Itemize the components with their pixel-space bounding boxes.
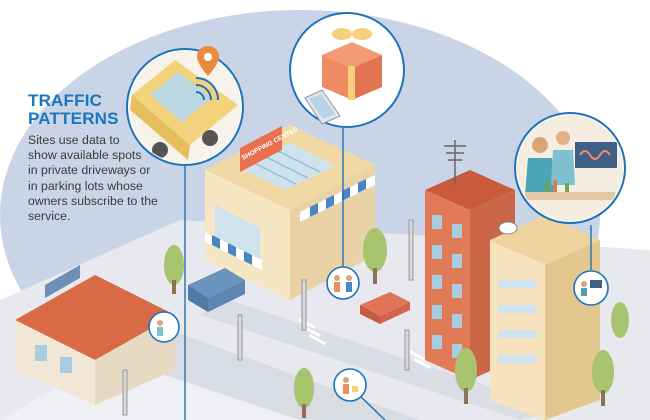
callout-shoppers [333,368,367,402]
office-building [490,215,600,420]
location-pin-icon [197,46,219,76]
callout-people [326,266,360,300]
wifi-signal-icon [195,77,219,101]
caption-line: in private driveways or [28,163,151,178]
callout-lines [184,128,592,420]
house [15,265,175,405]
rooftop-antenna [444,140,466,185]
street-lamps [122,219,414,416]
callout-car [126,46,244,166]
caption-title: TRAFFIC PATTERNS [28,92,198,128]
caption-line: Sites use data to [28,133,120,147]
shop-sign-plate [240,126,282,172]
satellite-dish-icon [498,221,518,235]
caption-line: show available spots [28,148,142,163]
smartphone-icon [304,89,341,125]
van [188,268,245,312]
caption-body: Sites use data to show available spots i… [28,133,198,224]
caption-block: TRAFFIC PATTERNS Sites use data to show … [28,92,198,224]
callout-lab-small [573,270,609,306]
callout-house-detail [148,311,180,343]
caption-title-line-2: PATTERNS [28,109,119,128]
shopping-center-building: SHOPPING CENTER [205,125,375,300]
caption-title-line-1: TRAFFIC [28,91,103,110]
striped-awning [205,175,375,270]
caption-line: in parking lots whose [28,178,143,193]
callout-lab [514,112,626,224]
gift-box-icon [322,28,382,100]
caption-line: service. [28,209,71,224]
caption-line: owners subscribe to the [28,193,158,208]
solar-panel [45,265,80,298]
red-car [360,292,410,324]
callout-gift [289,12,405,128]
trees [164,228,629,418]
